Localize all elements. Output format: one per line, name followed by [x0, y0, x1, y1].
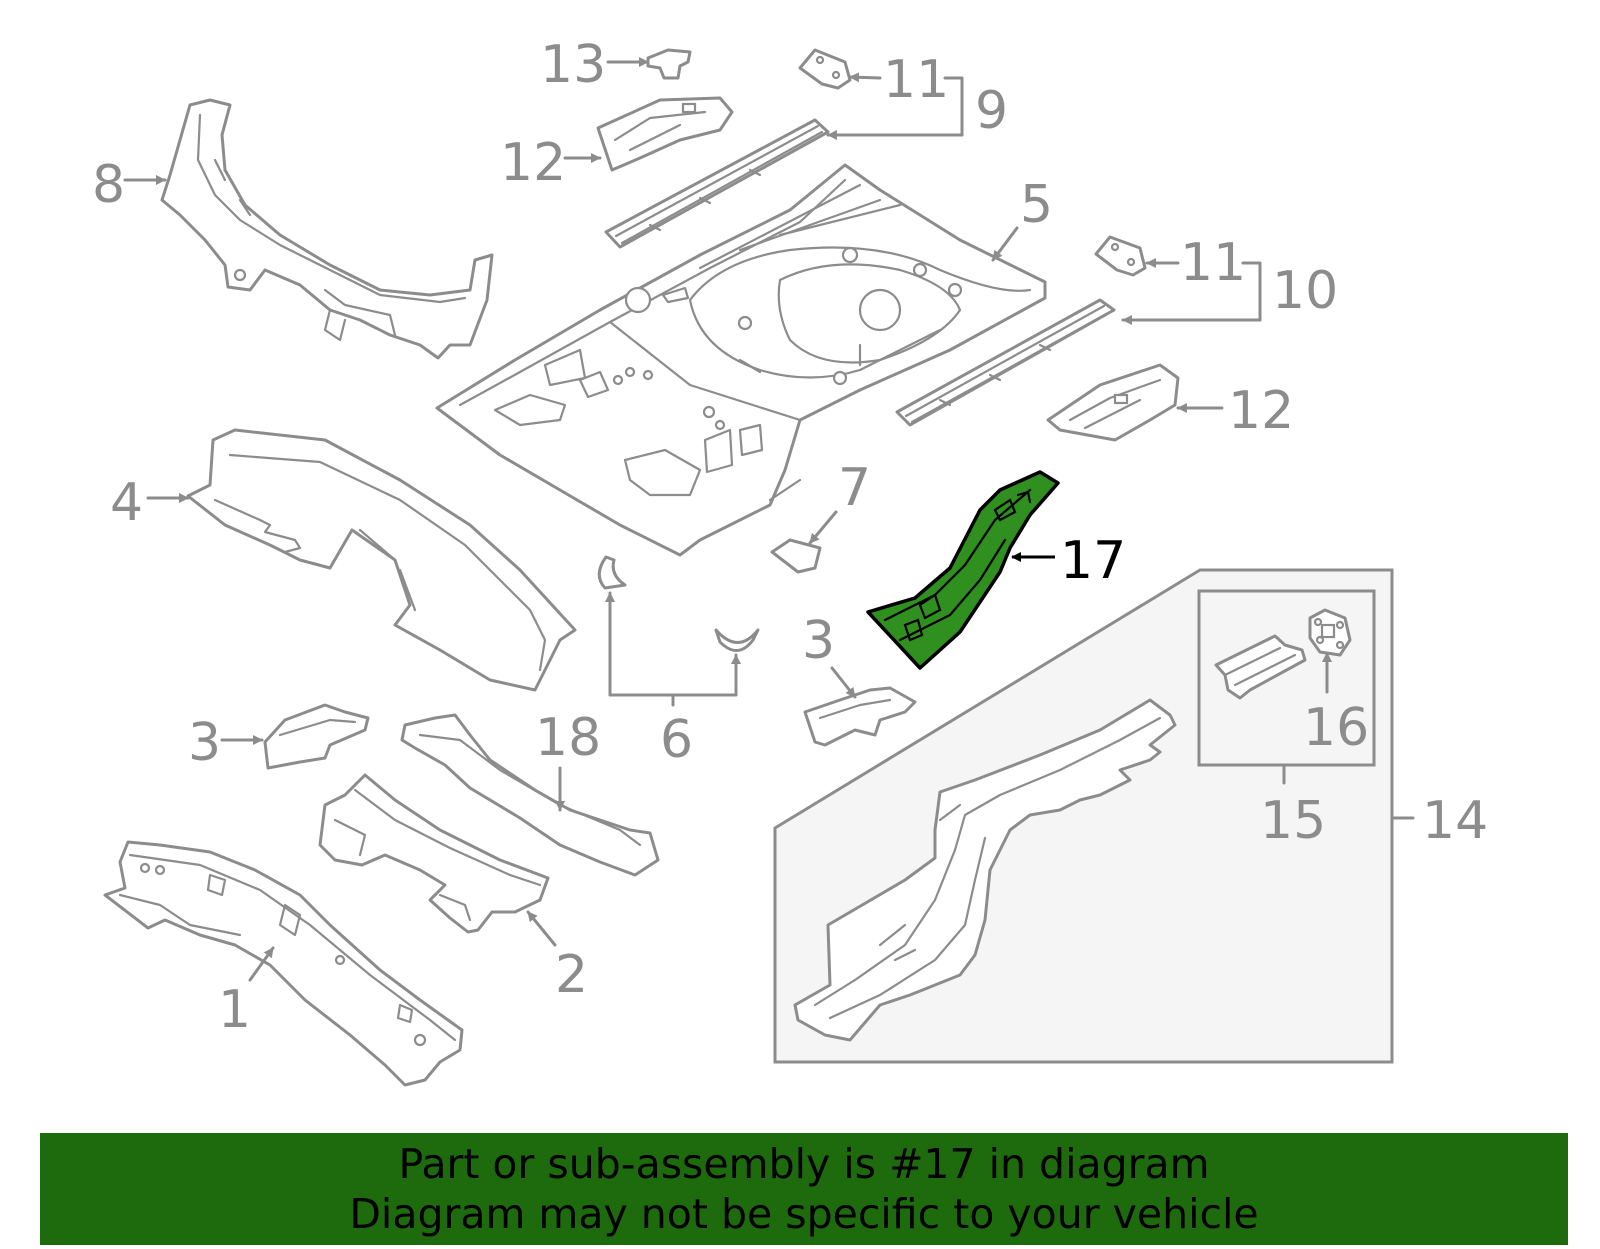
callout-13: 13 [540, 35, 606, 95]
part-15-channel-bracket[interactable] [1214, 634, 1307, 700]
part-12-upper-panel[interactable] [596, 96, 734, 172]
part-7-small-bracket[interactable] [770, 538, 822, 574]
callout-14: 14 [1422, 791, 1488, 851]
part-2-crossmember[interactable] [318, 773, 550, 934]
footer-line-2: Diagram may not be specific to your vehi… [349, 1190, 1259, 1238]
callout-3-left: 3 [188, 713, 221, 773]
callout-5: 5 [1020, 175, 1053, 235]
part-1-side-member[interactable] [103, 840, 464, 1087]
callout-2: 2 [555, 945, 588, 1005]
callout-12-upper: 12 [500, 133, 566, 193]
part-17-highlighted-extension[interactable] [866, 470, 1060, 670]
part-11-upper-bracket[interactable] [798, 48, 852, 90]
callout-labels: 13 11 9 12 8 5 11 10 12 4 7 17 3 3 18 6 … [92, 35, 1488, 1040]
callout-11-upper: 11 [883, 50, 949, 110]
part-3-left-brace[interactable] [263, 703, 370, 770]
part-14-side-member-assembly[interactable] [793, 698, 1177, 1042]
part-10-lower-rail[interactable] [895, 298, 1116, 427]
part-5-rear-floor-pan[interactable] [435, 163, 1047, 557]
footer-line-1: Part or sub-assembly is #17 in diagram [398, 1140, 1210, 1188]
callout-8: 8 [92, 155, 125, 215]
part-8-rear-crossmember[interactable] [160, 98, 494, 360]
callout-7: 7 [838, 458, 871, 518]
part-3-right-brace[interactable] [803, 686, 917, 747]
footer-banner: Part or sub-assembly is #17 in diagram D… [40, 1133, 1568, 1245]
callout-3-right: 3 [802, 611, 835, 671]
callout-4: 4 [110, 473, 143, 533]
callout-10: 10 [1272, 261, 1338, 321]
callout-18: 18 [535, 708, 601, 768]
callout-12-lower: 12 [1228, 381, 1294, 441]
callout-6: 6 [660, 710, 693, 770]
part-12-lower-panel[interactable] [1046, 363, 1180, 442]
part-16-plate[interactable] [1308, 608, 1352, 657]
callout-15: 15 [1260, 791, 1326, 851]
callout-9: 9 [975, 81, 1008, 141]
callout-17: 17 [1060, 531, 1126, 591]
leader-lines [123, 57, 1415, 982]
part-13-bracket[interactable] [646, 48, 692, 80]
callout-11-lower: 11 [1180, 233, 1246, 293]
part-11-lower-bracket[interactable] [1094, 235, 1147, 277]
part-4-floor-panel[interactable] [186, 428, 577, 692]
callout-16: 16 [1303, 698, 1369, 758]
part-9-upper-rail[interactable] [604, 118, 830, 249]
callout-1: 1 [218, 980, 251, 1040]
part-6-clips[interactable] [597, 555, 760, 652]
part-18-crossmember[interactable] [400, 713, 660, 877]
